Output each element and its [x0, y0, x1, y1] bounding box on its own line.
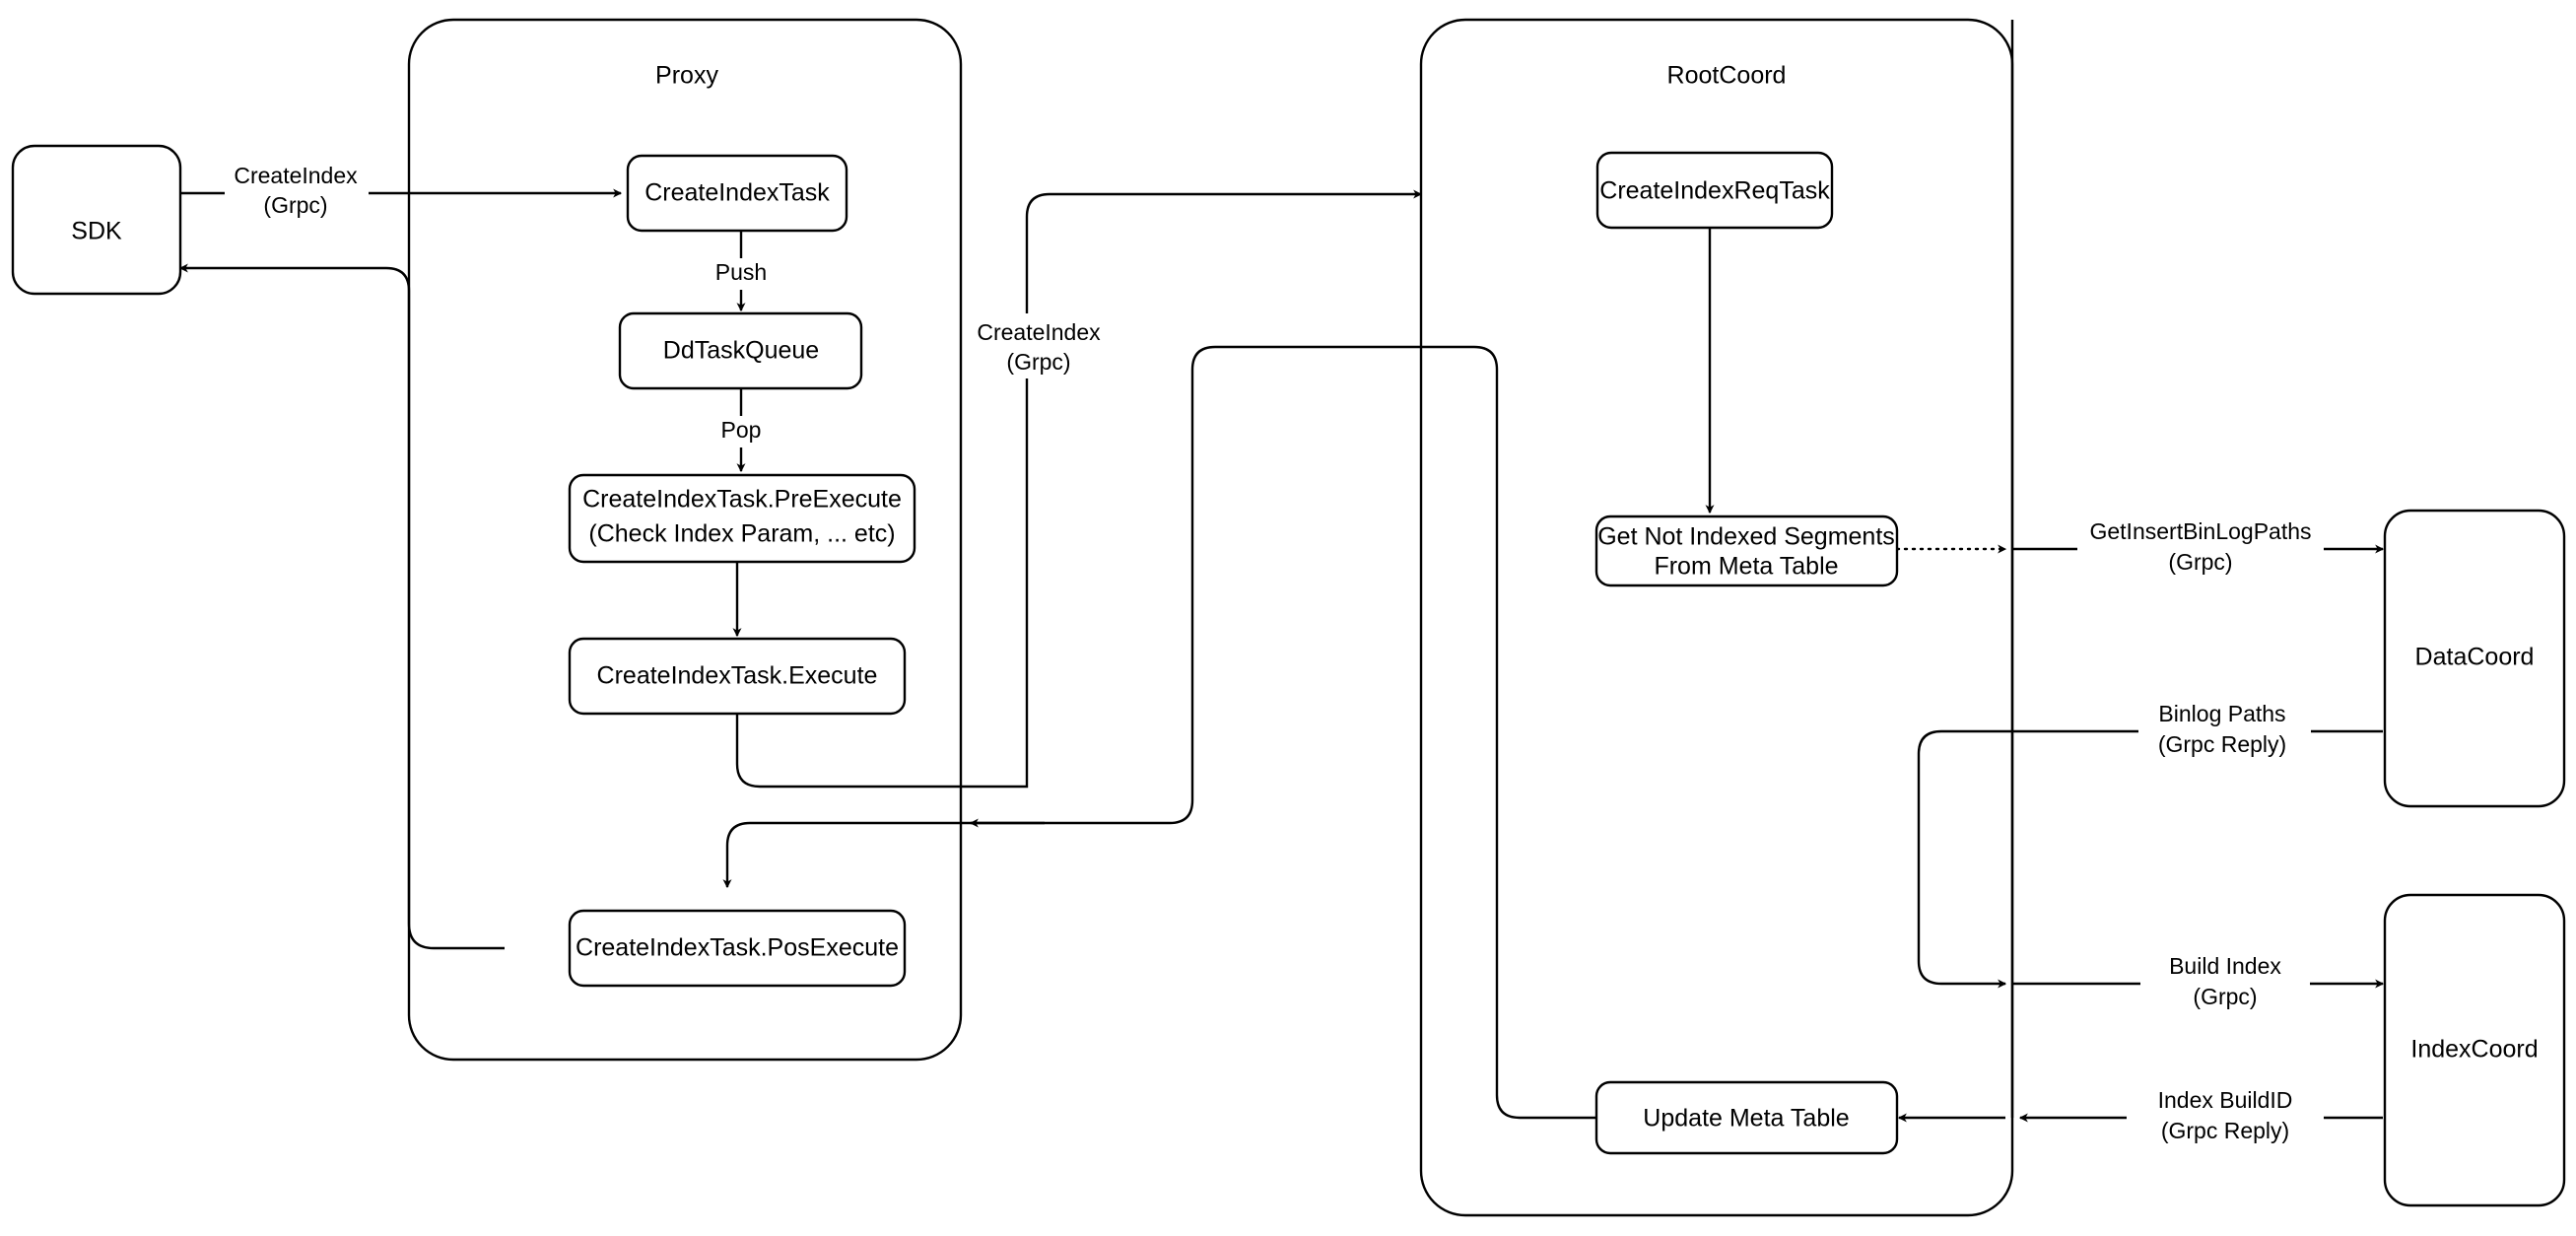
- edge-label-getinsertbinlogpaths-line1: GetInsertBinLogPaths: [2089, 518, 2311, 544]
- edge-label-build-index-line2: (Grpc): [2193, 984, 2257, 1009]
- edge-label-index-buildid-line1: Index BuildID: [2158, 1087, 2293, 1113]
- node-preexecute-label-line2: (Check Index Param, ... etc): [588, 520, 895, 548]
- node-datacoord[interactable]: DataCoord: [2383, 509, 2566, 808]
- edge-label-binlog-paths-line1: Binlog Paths: [2158, 701, 2285, 726]
- node-update-meta-table[interactable]: Update Meta Table: [1594, 1080, 1899, 1155]
- edge-binlog-paths-reply: Binlog Paths (Grpc Reply): [1917, 696, 2383, 989]
- node-indexcoord-label: IndexCoord: [2410, 1036, 2538, 1064]
- edge-label-proxy-createindex-grpc-line1: CreateIndex: [977, 319, 1101, 345]
- edge-label-index-buildid-line2: (Grpc Reply): [2161, 1118, 2289, 1143]
- node-datacoord-label: DataCoord: [2415, 644, 2535, 671]
- edge-execute-to-rootcoord: CreateIndex (Grpc): [735, 189, 1423, 789]
- edge-pop: Pop: [712, 388, 775, 473]
- container-proxy-label: Proxy: [655, 62, 718, 90]
- edge-label-getinsertbinlogpaths-line2: (Grpc): [2168, 549, 2232, 575]
- node-indexcoord[interactable]: IndexCoord: [2383, 893, 2566, 1207]
- node-create-index-task-preexecute[interactable]: CreateIndexTask.PreExecute (Check Index …: [568, 473, 916, 564]
- node-sdk-label: SDK: [71, 218, 122, 245]
- edge-push: Push: [708, 231, 782, 312]
- node-dd-task-queue[interactable]: DdTaskQueue: [618, 311, 863, 390]
- edge-label-createindex-grpc-line1: CreateIndex: [234, 163, 358, 188]
- node-create-index-task-posexecute[interactable]: CreateIndexTask.PosExecute: [568, 909, 907, 988]
- edge-proxy-to-sdk-return: [178, 263, 505, 950]
- edge-label-proxy-createindex-grpc-line2: (Grpc): [1006, 349, 1070, 375]
- edge-label-binlog-paths-line2: (Grpc Reply): [2158, 731, 2286, 757]
- container-rootcoord-label: RootCoord: [1667, 62, 1787, 90]
- node-get-not-indexed-segments[interactable]: Get Not Indexed Segments From Meta Table: [1594, 515, 1899, 587]
- edge-rootcoord-to-posexecute: [722, 345, 1421, 889]
- node-dd-task-queue-label: DdTaskQueue: [663, 337, 819, 365]
- node-create-index-task[interactable]: CreateIndexTask: [626, 154, 848, 233]
- node-get-not-indexed-label-line1: Get Not Indexed Segments: [1597, 523, 1895, 551]
- node-posexecute-label: CreateIndexTask.PosExecute: [576, 934, 899, 962]
- edge-label-pop: Pop: [721, 417, 762, 443]
- edge-label-createindex-grpc-line2: (Grpc): [263, 192, 327, 218]
- edge-label-build-index-line1: Build Index: [2169, 953, 2281, 979]
- node-create-index-req-task-label: CreateIndexReqTask: [1599, 177, 1830, 205]
- node-create-index-req-task[interactable]: CreateIndexReqTask: [1595, 151, 1834, 230]
- node-get-not-indexed-label-line2: From Meta Table: [1654, 553, 1838, 581]
- edge-getinsertbinlogpaths: GetInsertBinLogPaths (Grpc): [2012, 514, 2385, 579]
- edge-updatemeta-to-return: [1421, 345, 1595, 1120]
- node-execute-label: CreateIndexTask.Execute: [597, 662, 878, 690]
- node-preexecute-label-line1: CreateIndexTask.PreExecute: [582, 486, 902, 514]
- node-sdk[interactable]: SDK: [11, 144, 182, 296]
- node-create-index-task-execute[interactable]: CreateIndexTask.Execute: [568, 637, 907, 716]
- node-create-index-task-label: CreateIndexTask: [644, 179, 830, 207]
- edge-index-buildid-reply: Index BuildID (Grpc Reply): [1897, 1082, 2383, 1147]
- edge-sdk-to-createindextask: CreateIndex (Grpc): [180, 158, 623, 223]
- node-update-meta-table-label: Update Meta Table: [1643, 1105, 1849, 1133]
- edge-build-index: Build Index (Grpc): [2012, 948, 2385, 1013]
- edge-label-push: Push: [715, 259, 767, 285]
